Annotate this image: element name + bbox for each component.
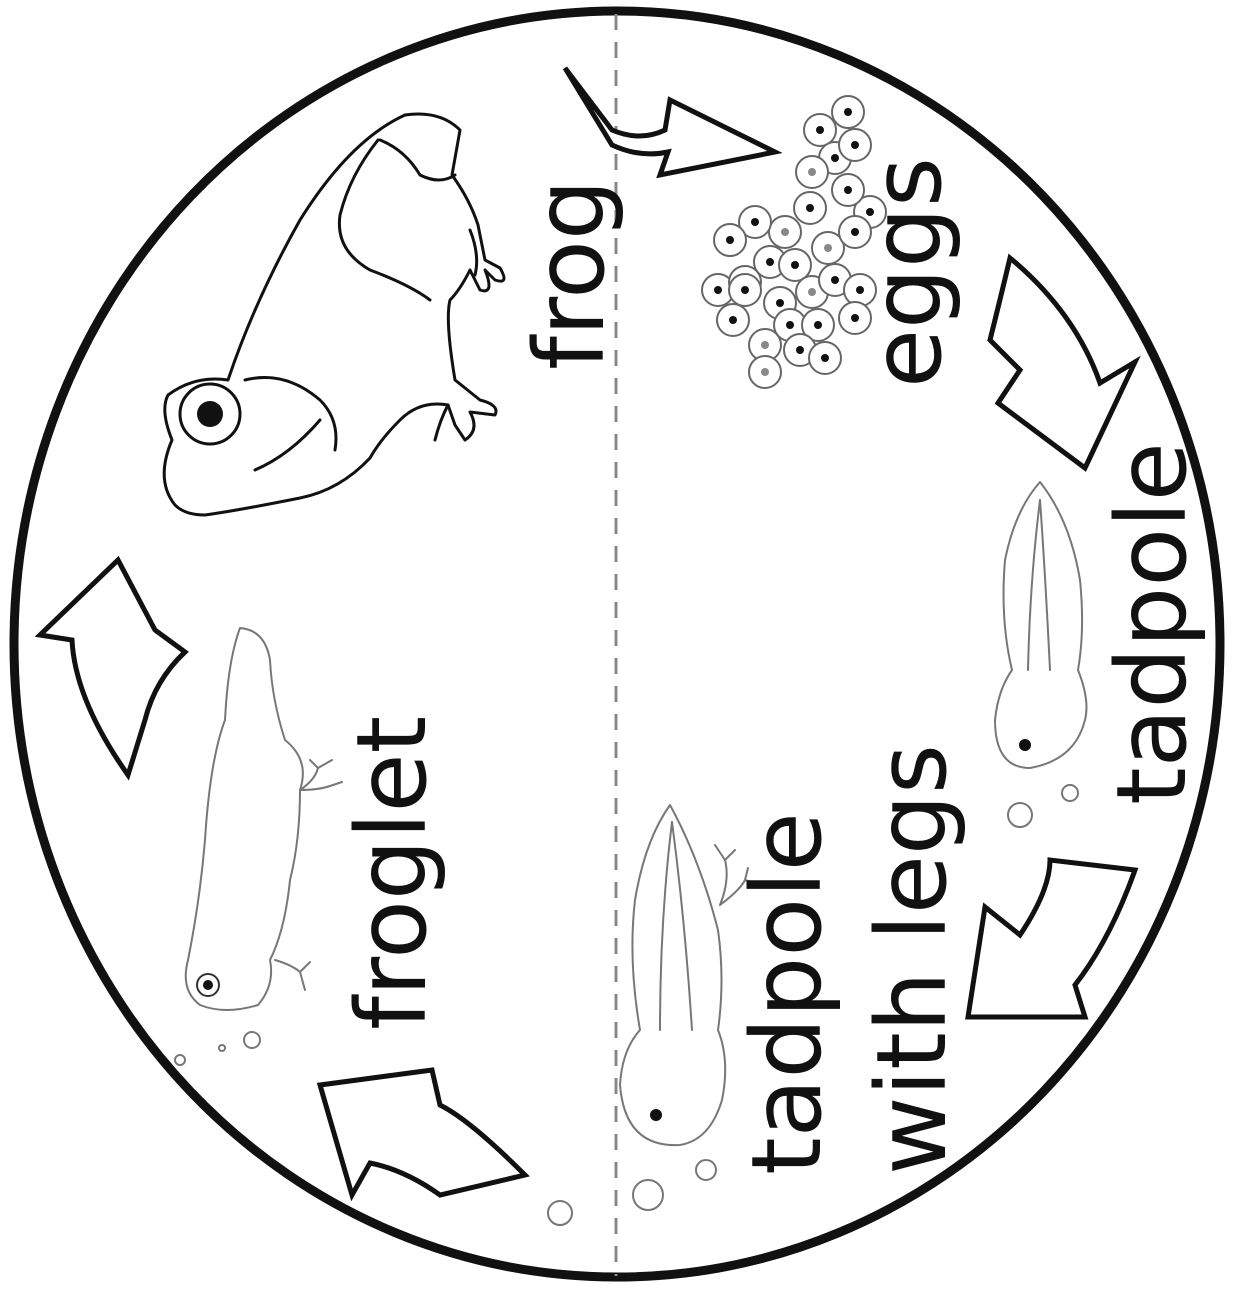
egg-yolk bbox=[741, 286, 749, 294]
tadpole-label: tadpole bbox=[1096, 442, 1208, 805]
egg-yolk bbox=[844, 108, 852, 116]
egg-yolk bbox=[729, 316, 737, 324]
frog-label: frog bbox=[514, 179, 626, 370]
froglet-label: froglet bbox=[336, 716, 448, 1030]
egg-yolk bbox=[816, 126, 824, 134]
egg-yolk bbox=[786, 321, 794, 329]
egg-yolk bbox=[824, 244, 832, 252]
egg-yolk bbox=[781, 228, 789, 236]
egg-yolk bbox=[808, 288, 816, 296]
egg-yolk bbox=[796, 346, 804, 354]
tadpole-with-legs-label-line1: tadpole bbox=[731, 812, 843, 1175]
tadpole-with-legs-label-line2: with legs bbox=[856, 744, 968, 1175]
egg-yolk bbox=[831, 276, 839, 284]
egg-yolk bbox=[791, 261, 799, 269]
egg-yolk bbox=[714, 286, 722, 294]
egg-yolk bbox=[761, 368, 769, 376]
egg-yolk bbox=[751, 218, 759, 226]
egg-yolk bbox=[851, 141, 859, 149]
egg-yolk bbox=[821, 354, 829, 362]
egg-yolk bbox=[814, 321, 822, 329]
egg-yolk bbox=[808, 168, 816, 176]
egg-yolk bbox=[776, 299, 784, 307]
eggs-label: eggs bbox=[851, 157, 963, 388]
egg-yolk bbox=[761, 341, 769, 349]
egg-yolk bbox=[806, 204, 814, 212]
egg-yolk bbox=[726, 236, 734, 244]
egg-yolk bbox=[766, 258, 774, 266]
egg-yolk bbox=[831, 154, 839, 162]
